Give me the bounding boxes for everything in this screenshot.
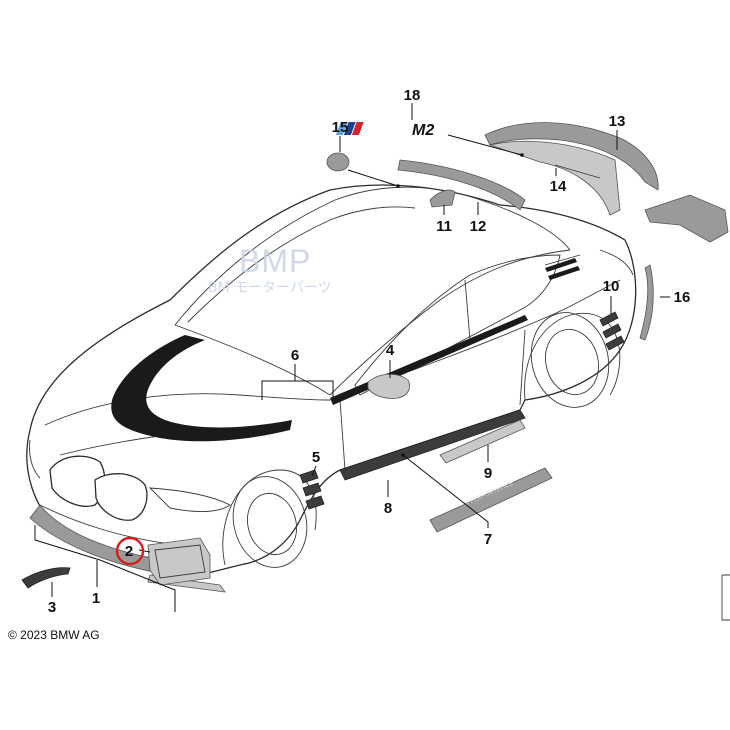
m-stripe-dark-blue: [343, 122, 356, 135]
callout-8: 8: [384, 500, 392, 517]
m2-badge: M2: [335, 122, 434, 139]
leader-lines: [34, 103, 670, 612]
callout-5: 5: [312, 449, 320, 466]
callout-11: 11: [436, 218, 452, 235]
m-stripe-light-blue: [335, 122, 348, 135]
callout-9: 9: [484, 465, 492, 482]
watermark-main-text: BMP: [239, 243, 311, 279]
callout-13: 13: [609, 113, 626, 130]
callout-4: 4: [386, 342, 395, 359]
bracket-part: [21, 567, 71, 589]
rear-vent-part: [599, 311, 625, 351]
watermark: BMP BM モーターパーツ: [208, 243, 332, 296]
highlight-circle: [115, 536, 145, 566]
callout-15: 15: [332, 119, 349, 136]
side-skirt-part: [339, 409, 526, 481]
callout-14: 14: [550, 178, 567, 195]
callout-3: 3: [48, 599, 56, 616]
roof-spoiler-part: [397, 159, 526, 211]
fuel-cap-part: [326, 152, 350, 172]
antenna-cover-part: [429, 189, 456, 208]
callout-7: 7: [484, 531, 492, 548]
m-stripe-red: [351, 122, 364, 135]
callout-1: 1: [92, 590, 100, 607]
hood-decal: [111, 335, 292, 442]
watermark-sub-text: BM モーターパーツ: [208, 280, 332, 296]
copyright-text: © 2023 BMW AG: [8, 628, 100, 642]
callout-16: 16: [674, 289, 691, 306]
callout-6: 6: [291, 347, 299, 364]
car-body-outline: [26, 184, 637, 576]
leader-dots: [396, 153, 524, 457]
m2-badge-text: M2: [412, 122, 434, 139]
callout-labels: 1 2 3 4 5 6 7 8 9 10 11 12 13 14 15 16 1…: [48, 87, 691, 616]
callout-18: 18: [404, 87, 421, 104]
callout-10: 10: [603, 278, 620, 295]
side-trim-part: [439, 419, 526, 464]
rear-wing-part: [484, 122, 659, 191]
rear-diffuser-part: [644, 194, 729, 243]
callout-12: 12: [470, 218, 487, 235]
callout-2: 2: [125, 543, 133, 560]
